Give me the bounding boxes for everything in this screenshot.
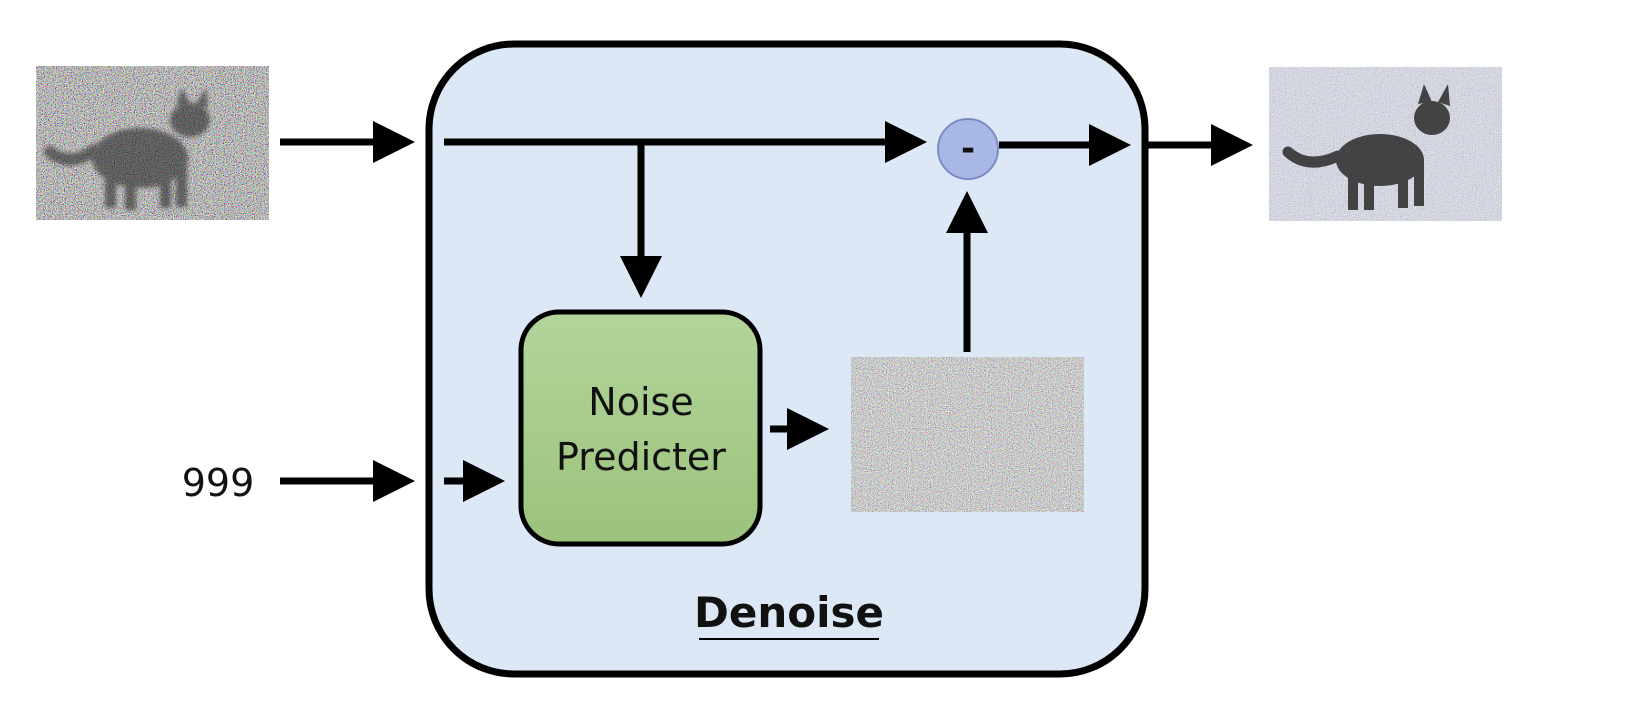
step-number-label: 999 bbox=[182, 461, 255, 505]
subtract-symbol: - bbox=[961, 129, 975, 169]
noise-predictor-box: Noise Predicter bbox=[518, 309, 763, 547]
cat-silhouette bbox=[44, 88, 210, 210]
denoised-output-image bbox=[1269, 67, 1502, 221]
noisy-input-image bbox=[36, 66, 269, 220]
cat-silhouette-output bbox=[1282, 84, 1450, 210]
denoise-title: Denoise bbox=[694, 588, 884, 637]
predictor-label-line1: Noise bbox=[588, 380, 693, 424]
predictor-label-line2: Predicter bbox=[556, 435, 726, 479]
predicted-noise-image bbox=[851, 357, 1084, 512]
subtract-node: - bbox=[937, 118, 999, 180]
